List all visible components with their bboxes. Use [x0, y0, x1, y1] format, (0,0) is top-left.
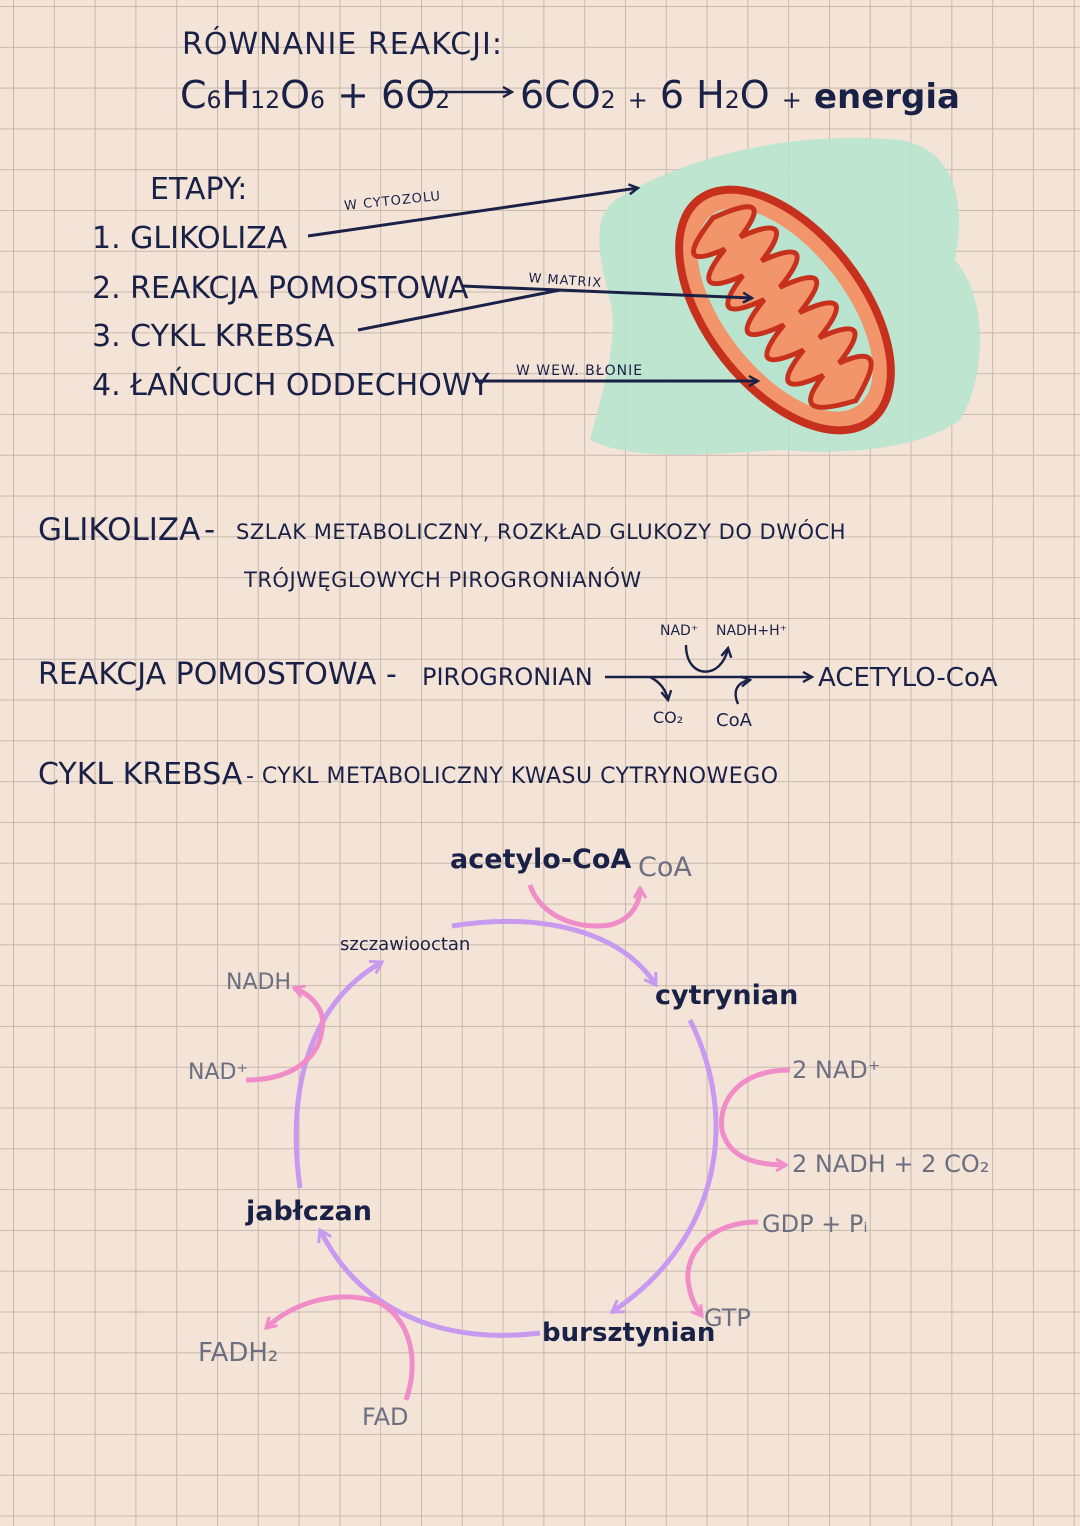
krebs-nad-curve — [245, 988, 326, 1083]
eq-o-sub: 6 — [310, 86, 325, 114]
stage-4: 4. ŁAŃCUCH ODDECHOWY — [92, 368, 490, 403]
eq-plus-1: + — [337, 73, 369, 117]
krebs-arc-succinate-malate — [320, 1230, 541, 1338]
glikoliza-term: GLIKOLIZA — [38, 512, 201, 548]
krebs-oxaloacetate: szczawiooctan — [340, 934, 471, 955]
eq-energy: energia — [813, 77, 960, 117]
krebs-fad-curve — [266, 1294, 415, 1401]
location-wew-blonie: W WEW. BŁONIE — [516, 363, 644, 379]
glikoliza-line-2: TRÓJWĘGLOWYCH PIROGRONIANÓW — [244, 568, 642, 592]
krebs-nadh: NADH — [226, 970, 291, 995]
eq-c-sub: 6 — [206, 86, 222, 114]
krebs-gdp-curve — [685, 1219, 759, 1316]
krebs-arc-oxaloacetate-citrate — [451, 919, 659, 985]
arrow-matrix-2 — [357, 288, 561, 332]
mitochondrion-icon — [675, 185, 895, 435]
krebs-malate: jabłczan — [246, 1196, 372, 1227]
stages-title: ETAPY: — [150, 172, 248, 207]
stage-3: 3. CYKL KREBSA — [92, 319, 335, 354]
reaction-products: 6CO2 + 6 H2O + energia — [520, 76, 960, 114]
stage-1: 1. GLIKOLIZA — [92, 221, 288, 256]
eq-h2o-sub: 2 — [724, 86, 740, 114]
pomostowa-substrate: PIROGRONIAN — [422, 663, 593, 691]
eq-co2-sub: 2 — [600, 86, 616, 114]
eq-h2o-h: 6 H — [659, 73, 725, 117]
glikoliza-line-1: SZLAK METABOLICZNY, ROZKŁAD GLUKOZY DO D… — [236, 520, 846, 544]
eq-o2-sub: 2 — [435, 86, 451, 114]
krebs-succinate: bursztynian — [542, 1318, 716, 1348]
krebs-arc-malate-oxaloacetate — [293, 959, 382, 1189]
eq-plus-2: + — [627, 86, 648, 114]
krebs-citrate: cytrynian — [655, 980, 799, 1011]
krebs-acetyl-coa: acetylo-CoA — [450, 844, 632, 875]
arrow-matrix-1 — [461, 284, 752, 298]
eq-h: H — [221, 73, 251, 117]
krebs-gdp: GDP + Pᵢ — [762, 1210, 868, 1238]
glikoliza-dash: - — [204, 512, 216, 548]
krebs-fadh2: FADH₂ — [198, 1338, 279, 1368]
eq-o2: 6O — [381, 73, 436, 117]
krebs-nad: NAD⁺ — [188, 1060, 249, 1085]
krebs-definition: - CYKL METABOLICZNY KWASU CYTRYNOWEGO — [246, 764, 779, 789]
eq-c: C — [180, 73, 207, 117]
stage-2: 2. REAKCJA POMOSTOWA — [92, 271, 469, 306]
pomostowa-coa: CoA — [716, 710, 752, 731]
eq-co2: 6CO — [520, 73, 601, 117]
eq-o: O — [280, 73, 310, 117]
krebs-nadh-co2: 2 NADH + 2 CO₂ — [792, 1150, 990, 1178]
arrow-cytozol — [307, 188, 638, 238]
equation-heading: RÓWNANIE REAKCJI: — [182, 27, 503, 62]
krebs-gtp: GTP — [704, 1304, 751, 1332]
krebs-nad2-curve — [719, 1067, 791, 1165]
pomostowa-co2: CO₂ — [653, 708, 684, 727]
pomostowa-nad: NAD⁺ — [660, 623, 699, 639]
eq-h2o-o: O — [739, 73, 770, 117]
krebs-coa: CoA — [638, 852, 692, 883]
krebs-term: CYKL KREBSA — [38, 757, 243, 792]
pomostowa-co2-curve — [649, 675, 668, 700]
krebs-arc-citrate-succinate — [612, 1018, 719, 1315]
pomostowa-term: REAKCJA POMOSTOWA - — [38, 657, 397, 692]
pomostowa-nadh: NADH+H⁺ — [716, 623, 788, 639]
reaction-equation: C6H12O6 + 6O2 — [180, 76, 450, 114]
pomostowa-nad-curve — [684, 644, 728, 673]
eq-plus-3: + — [781, 86, 802, 114]
eq-h-sub: 12 — [250, 86, 281, 114]
krebs-acetyl-coa-in — [527, 884, 640, 929]
krebs-fad: FAD — [362, 1403, 409, 1431]
krebs-nad2: 2 NAD⁺ — [792, 1056, 881, 1084]
pomostowa-coa-curve — [734, 680, 750, 705]
pomostowa-product: ACETYLO-CoA — [818, 663, 998, 693]
